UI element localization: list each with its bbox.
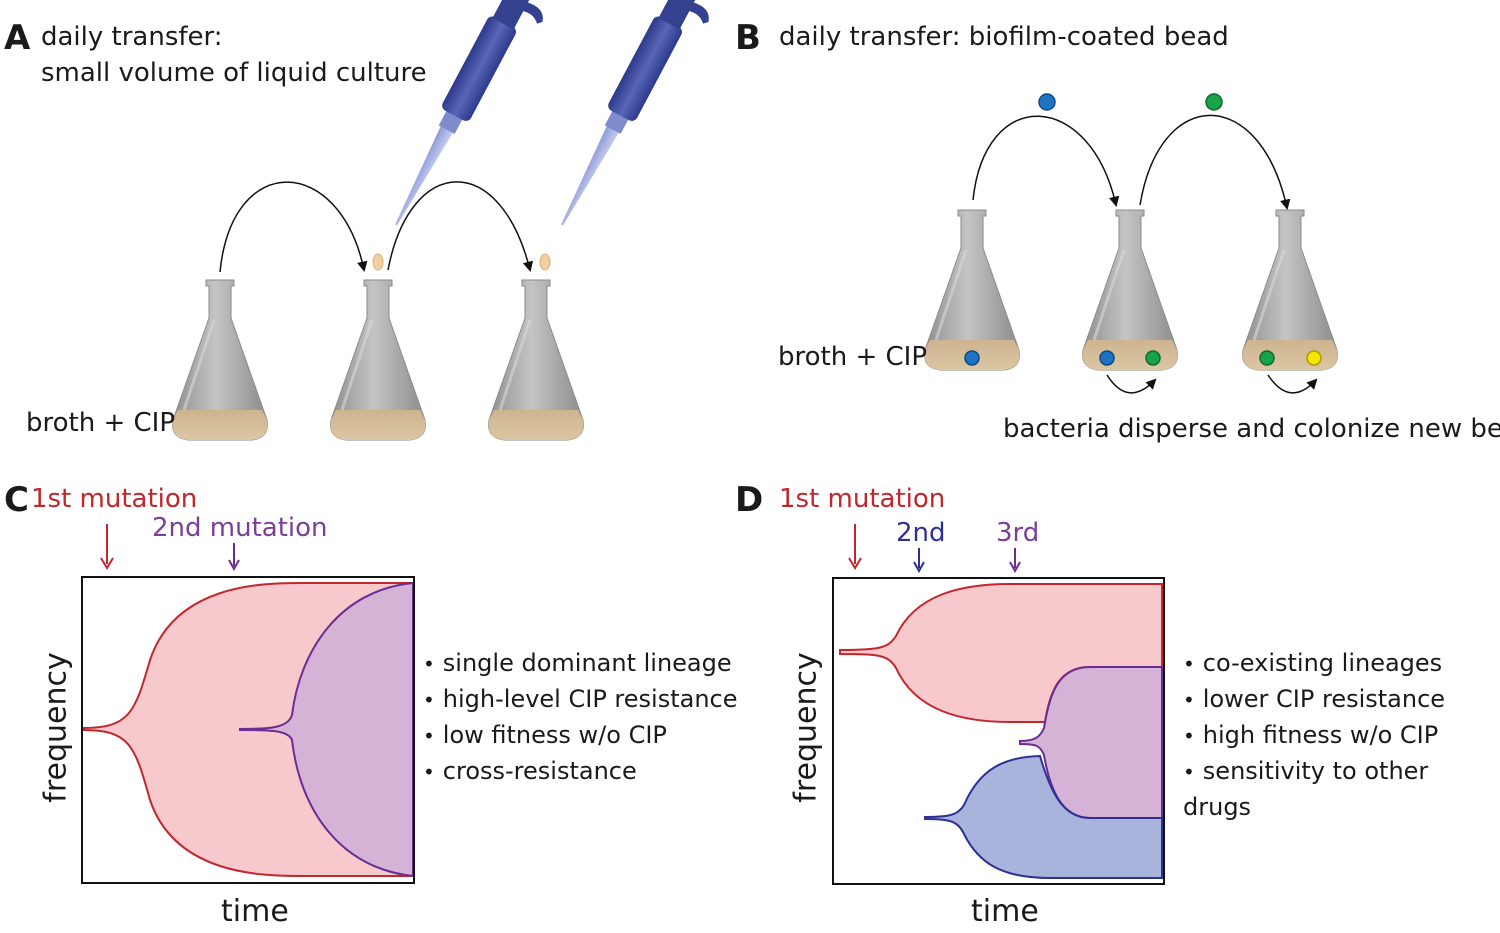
panelA-broth-label: broth + CIP	[26, 408, 176, 438]
pipette-2	[547, 0, 730, 241]
bead-transfer-arrow-1	[972, 115, 1120, 208]
mutation3-arrow-d	[1009, 561, 1021, 574]
colonize-arrow-2	[1267, 374, 1318, 394]
plot-frame-d	[832, 577, 1165, 885]
bead-green-flask2	[1145, 350, 1161, 366]
flask-b2	[1081, 208, 1179, 372]
panelC-bullet: high-level CIP resistance	[423, 682, 738, 718]
panelD-bullet: high fitness w/o CIP	[1183, 718, 1500, 754]
panelD-mutation2-label: 2nd	[896, 518, 946, 548]
lineage-3-area-d	[924, 754, 1163, 879]
bead-green-transfer	[1205, 93, 1223, 111]
panelC-bullet-list: single dominant lineage high-level CIP r…	[423, 646, 738, 790]
bead-blue-flask1	[964, 350, 980, 366]
panel-letter-b: B	[735, 18, 761, 58]
panelD-bullet-list: co-existing lineages lower CIP resistanc…	[1183, 646, 1500, 825]
panelD-bullet: sensitivity to other drugs	[1183, 754, 1500, 825]
panelC-bullet: cross-resistance	[423, 754, 738, 790]
panelD-mutation1-label: 1st mutation	[779, 484, 946, 514]
droplet-1	[372, 253, 384, 271]
panel-letter-d: D	[735, 480, 764, 520]
panelC-y-axis-label: frequency	[38, 652, 74, 803]
flask-b1	[923, 208, 1021, 372]
panelC-plot	[81, 524, 415, 884]
panelD-bullet: co-existing lineages	[1183, 646, 1500, 682]
flask-1	[171, 278, 269, 442]
pipette-1	[381, 0, 564, 241]
panelD-bullet: lower CIP resistance	[1183, 682, 1500, 718]
panelA-title-line2: small volume of liquid culture	[41, 58, 427, 88]
mutation1-arrow-c	[100, 557, 114, 570]
flask-b3	[1241, 208, 1339, 372]
plot-frame-c	[81, 576, 415, 884]
panel-letter-a: A	[4, 18, 31, 58]
panel-letter-c: C	[4, 480, 29, 520]
bead-green-flask3	[1259, 350, 1275, 366]
mutation2-arrow-d	[913, 561, 925, 574]
panelD-plot	[832, 524, 1165, 885]
transfer-arrow-2	[387, 181, 534, 273]
panelC-bullet: low fitness w/o CIP	[423, 718, 738, 754]
bead-yellow-flask3	[1306, 350, 1322, 366]
panelC-mutation2-label: 2nd mutation	[152, 513, 328, 543]
droplet-2	[539, 253, 551, 271]
panelB-caption: bacteria disperse and colonize new bead	[1003, 414, 1500, 444]
panelB-graphics	[923, 93, 1339, 394]
panelA-graphics	[171, 0, 730, 442]
transfer-arrow-1	[219, 181, 368, 273]
panelD-mutation3-label: 3rd	[996, 518, 1040, 548]
flask-2	[329, 278, 427, 442]
flask-3	[487, 278, 585, 442]
panelA-title-line1: daily transfer:	[41, 22, 223, 52]
panelB-title: daily transfer: biofilm-coated bead	[779, 22, 1229, 52]
colonize-arrow-1	[1106, 374, 1157, 394]
panelD-x-axis-label: time	[971, 894, 1039, 929]
panelC-mutation1-label: 1st mutation	[31, 484, 198, 514]
mutation2-arrow-c	[228, 559, 240, 572]
bead-blue-flask2	[1099, 350, 1115, 366]
panelB-broth-label: broth + CIP	[778, 342, 928, 372]
panelC-bullet: single dominant lineage	[423, 646, 738, 682]
bead-transfer-arrow-2	[1139, 114, 1291, 211]
bead-blue-transfer	[1038, 93, 1056, 111]
panelC-x-axis-label: time	[221, 894, 289, 929]
mutation1-arrow-d	[848, 557, 862, 570]
panelD-y-axis-label: frequency	[788, 652, 824, 803]
